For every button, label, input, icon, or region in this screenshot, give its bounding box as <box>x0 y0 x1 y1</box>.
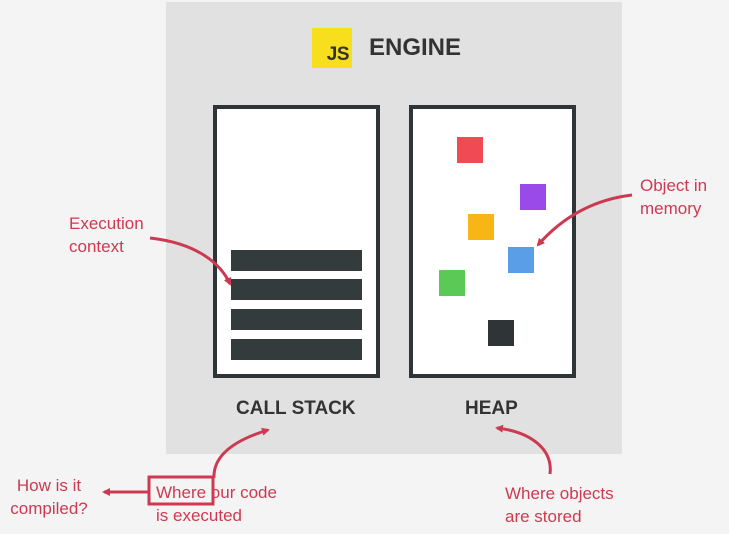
note-line: are stored <box>505 507 582 526</box>
heap-object-dark <box>488 320 514 346</box>
execution-context-frame <box>231 339 362 360</box>
execution-context-frame <box>231 279 362 300</box>
how-compiled-note: How is it compiled? <box>7 474 91 520</box>
note-line: Execution <box>69 214 144 233</box>
execution-context-note: Execution context <box>69 212 144 258</box>
call-stack-label: CALL STACK <box>236 398 356 419</box>
js-logo-text: JS <box>326 44 350 65</box>
note-line: Object in <box>640 176 708 195</box>
heap-object-red <box>457 137 483 163</box>
where-objects-stored-note: Where objects are stored <box>505 482 614 528</box>
execution-context-frame <box>231 250 362 271</box>
heap-label: HEAP <box>465 398 518 419</box>
note-line: compiled? <box>10 499 88 518</box>
heap-box <box>409 105 576 378</box>
call-stack-box <box>213 105 380 378</box>
where-code-executed-note: Where our code is executed <box>156 481 277 527</box>
note-line: memory <box>640 199 702 218</box>
where-highlight-box <box>147 475 215 506</box>
object-in-memory-note: Object in memory <box>640 174 707 220</box>
execution-context-frame <box>231 309 362 330</box>
heap-object-blue <box>508 247 534 273</box>
note-line: Where objects <box>505 484 614 503</box>
heap-object-green <box>439 270 465 296</box>
heap-object-yellow <box>468 214 494 240</box>
note-line: How is it <box>16 476 82 495</box>
arrow-where-code-executed <box>212 427 270 479</box>
note-line: context <box>69 237 124 256</box>
arrow-object-in-memory <box>536 193 633 247</box>
arrow-where-objects-stored <box>495 424 552 475</box>
engine-title: ENGINE <box>369 34 462 61</box>
note-line: is executed <box>156 506 242 525</box>
js-logo: JS <box>312 28 352 68</box>
note-line: Where our code <box>156 483 277 502</box>
arrow-execution-context <box>149 236 232 286</box>
heap-object-purple <box>520 184 546 210</box>
